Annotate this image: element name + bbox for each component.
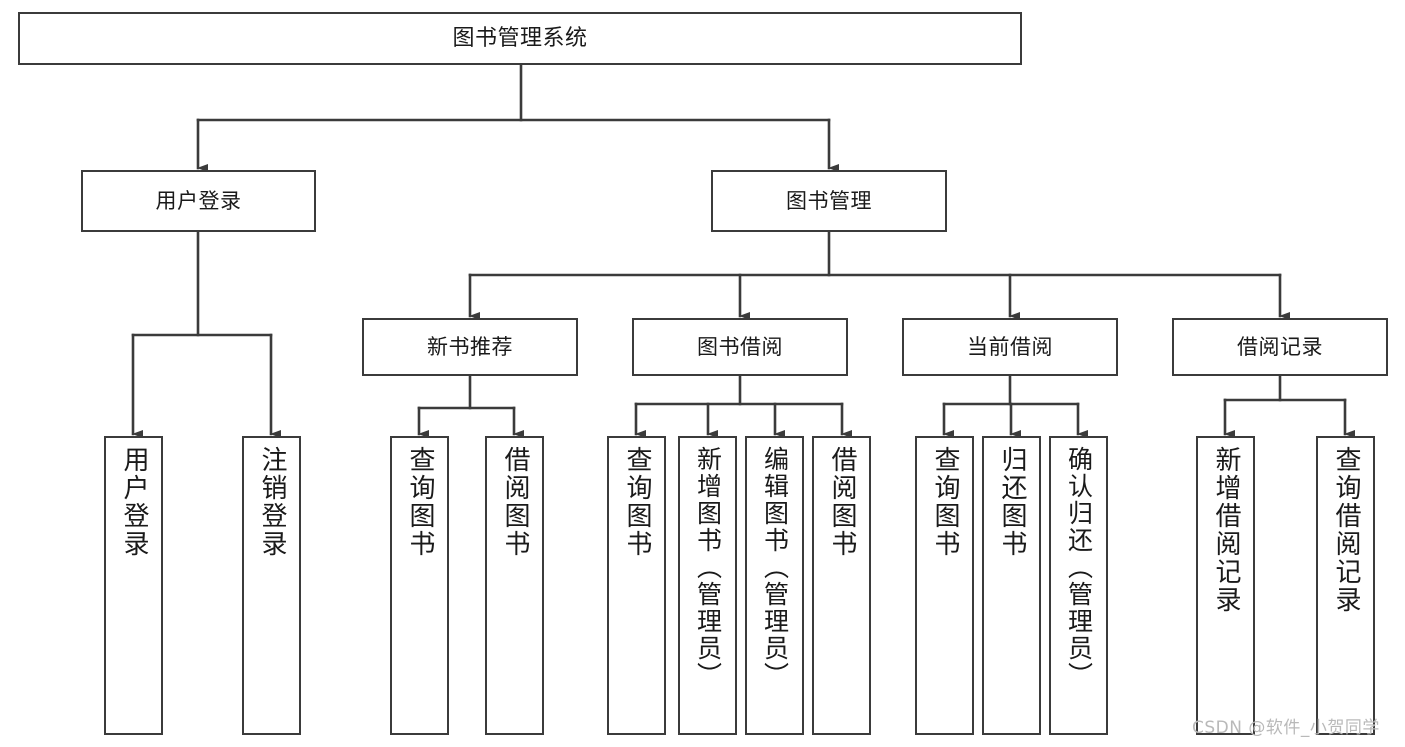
node-label: 查询借阅记录	[1331, 446, 1362, 614]
node-leaf-query-book-current[interactable]: 查询图书	[915, 436, 974, 735]
node-label: 注销登录	[257, 446, 288, 558]
node-label: 借阅记录	[1237, 334, 1323, 359]
node-label: 确认归还（管理员）	[1064, 446, 1094, 689]
node-label: 借阅图书	[500, 446, 531, 558]
node-label: 新增图书（管理员）	[693, 446, 723, 689]
node-label: 用户登录	[119, 446, 150, 558]
node-leaf-borrow-book-recommend[interactable]: 借阅图书	[485, 436, 544, 735]
node-label: 查询图书	[930, 446, 961, 558]
node-new-book-recommend[interactable]: 新书推荐	[362, 318, 578, 376]
node-label: 编辑图书（管理员）	[760, 446, 790, 689]
node-leaf-user-login[interactable]: 用户登录	[104, 436, 163, 735]
node-label: 新增借阅记录	[1211, 446, 1242, 614]
node-leaf-add-book-admin[interactable]: 新增图书（管理员）	[678, 436, 737, 735]
node-leaf-logout[interactable]: 注销登录	[242, 436, 301, 735]
node-label: 图书管理系统	[452, 25, 588, 51]
node-leaf-confirm-return-admin[interactable]: 确认归还（管理员）	[1049, 436, 1108, 735]
node-label: 用户登录	[155, 188, 242, 213]
node-leaf-query-borrow-record[interactable]: 查询借阅记录	[1316, 436, 1375, 735]
watermark-text: CSDN @软件_小贺同学	[1192, 718, 1380, 738]
node-label: 图书管理	[786, 188, 872, 213]
node-root-system[interactable]: 图书管理系统	[18, 12, 1022, 65]
node-label: 借阅图书	[827, 446, 858, 558]
node-book-borrow[interactable]: 图书借阅	[632, 318, 848, 376]
node-label: 新书推荐	[427, 334, 513, 359]
node-leaf-edit-book-admin[interactable]: 编辑图书（管理员）	[745, 436, 804, 735]
node-label: 查询图书	[622, 446, 653, 558]
node-label: 查询图书	[405, 446, 436, 558]
node-borrow-record[interactable]: 借阅记录	[1172, 318, 1388, 376]
node-label: 图书借阅	[697, 334, 783, 359]
node-label: 归还图书	[997, 446, 1028, 558]
node-user-login[interactable]: 用户登录	[81, 170, 316, 232]
node-label: 当前借阅	[967, 334, 1053, 359]
node-book-management[interactable]: 图书管理	[711, 170, 947, 232]
node-leaf-query-book-borrow[interactable]: 查询图书	[607, 436, 666, 735]
node-current-borrow[interactable]: 当前借阅	[902, 318, 1118, 376]
node-leaf-return-book[interactable]: 归还图书	[982, 436, 1041, 735]
node-leaf-add-borrow-record[interactable]: 新增借阅记录	[1196, 436, 1255, 735]
node-leaf-borrow-book[interactable]: 借阅图书	[812, 436, 871, 735]
node-leaf-query-book-recommend[interactable]: 查询图书	[390, 436, 449, 735]
